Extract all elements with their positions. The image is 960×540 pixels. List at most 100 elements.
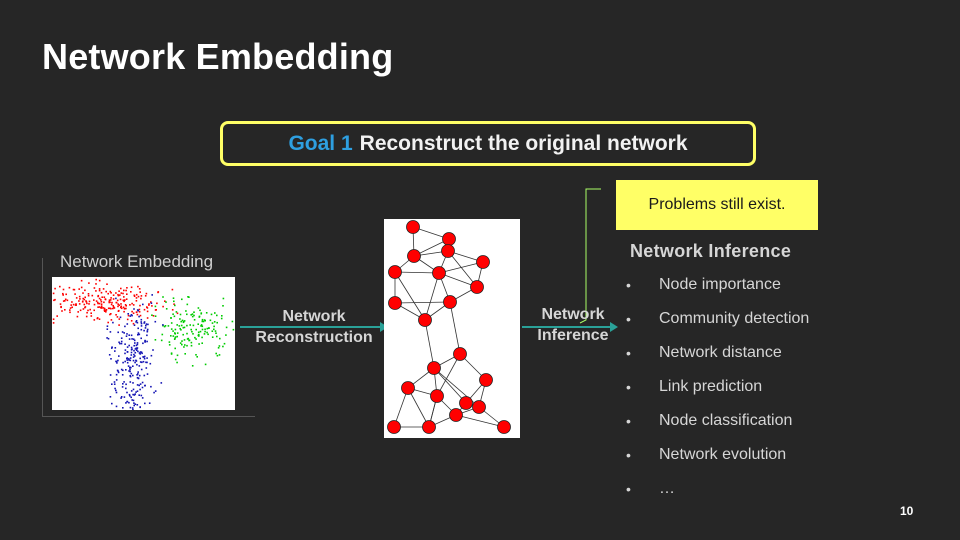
scatter-point (111, 346, 113, 348)
scatter-point (120, 397, 122, 399)
scatter-point (140, 351, 143, 353)
scatter-point (142, 303, 144, 306)
scatter-point (182, 321, 185, 324)
scatter-point (195, 338, 197, 340)
scatter-point (126, 346, 129, 348)
scatter-point (225, 334, 227, 336)
scatter-point (62, 294, 64, 296)
scatter-point (85, 300, 87, 302)
scatter-point (170, 328, 173, 330)
scatter-point (93, 287, 96, 289)
scatter-point (136, 404, 139, 406)
scatter-point (137, 334, 139, 336)
scatter-point (143, 308, 146, 311)
scatter-point (126, 287, 128, 289)
scatter-point (140, 318, 143, 321)
scatter-point (115, 360, 118, 363)
scatter-point (207, 333, 209, 336)
scatter-point (220, 317, 223, 320)
scatter-point (130, 396, 132, 399)
scatter-point (130, 334, 133, 337)
scatter-point (78, 288, 80, 290)
scatter-point (134, 355, 136, 357)
scatter-point (136, 384, 139, 386)
scatter-point (195, 328, 197, 331)
scatter-point (209, 319, 212, 322)
graph-edge (424, 319, 435, 369)
scatter-point (128, 359, 130, 361)
bullet-icon: • (626, 311, 631, 327)
scatter-point (160, 382, 163, 384)
scatter-point (138, 394, 140, 396)
scatter-point (143, 321, 146, 323)
scatter-point (135, 293, 138, 296)
graph-edge (438, 261, 484, 274)
scatter-point (128, 393, 131, 396)
scatter-point (119, 342, 121, 345)
scatter-point (69, 309, 71, 311)
inference-label-line1: Network (541, 306, 605, 323)
scatter-point (129, 370, 131, 373)
scatter-point (231, 320, 234, 323)
scatter-point (131, 399, 133, 401)
scatter-point (146, 317, 149, 319)
scatter-point (140, 295, 143, 297)
scatter-point (88, 282, 90, 284)
scatter-point (108, 354, 111, 356)
scatter-point (190, 314, 192, 316)
scatter-point (206, 327, 209, 330)
scatter-point (204, 330, 206, 333)
graph-node (432, 266, 446, 280)
scatter-point (167, 325, 170, 327)
scatter-point (133, 295, 136, 297)
scatter-point (183, 326, 186, 329)
scatter-point (140, 325, 143, 327)
scatter-point (139, 383, 142, 385)
scatter-point (211, 336, 214, 338)
scatter-point (137, 285, 139, 288)
scatter-point (129, 375, 131, 377)
scatter-point (132, 388, 135, 391)
scatter-point (129, 368, 131, 371)
bullet-icon: • (626, 413, 631, 429)
scatter-point (64, 298, 67, 301)
scatter-point (130, 372, 133, 375)
scatter-point (153, 391, 155, 394)
scatter-point (141, 381, 144, 384)
scatter-point (133, 349, 135, 352)
scatter-point (174, 336, 177, 338)
scatter-point (124, 299, 126, 301)
graph-node (407, 249, 421, 263)
scatter-point (124, 349, 127, 351)
scatter-point (183, 320, 186, 322)
scatter-point (186, 332, 188, 335)
scatter-point (173, 300, 175, 303)
scatter-point (175, 311, 178, 313)
graph-edge (394, 271, 440, 274)
scatter-point (120, 303, 122, 305)
scatter-point (118, 304, 120, 306)
scatter-point (112, 305, 114, 307)
scatter-point (88, 303, 90, 305)
scatter-point (130, 291, 132, 293)
scatter-point (86, 311, 88, 314)
scatter-point (124, 352, 126, 355)
graph-edge (394, 301, 451, 304)
scatter-point (115, 391, 118, 394)
scatter-point (200, 325, 202, 327)
scatter-point (117, 331, 119, 334)
scatter-point (213, 321, 216, 323)
scatter-point (129, 315, 132, 317)
scatter-point (133, 402, 135, 404)
scatter-point (176, 312, 179, 315)
scatter-point (140, 337, 142, 340)
scatter-point (115, 389, 117, 392)
scatter-point (186, 324, 188, 327)
scatter-point (187, 296, 189, 298)
scatter-point (98, 297, 101, 300)
scatter-point (172, 297, 175, 299)
scatter-point (111, 383, 113, 385)
graph-node (449, 408, 463, 422)
scatter-point (134, 348, 137, 350)
goal-number: Goal 1 (288, 131, 353, 155)
